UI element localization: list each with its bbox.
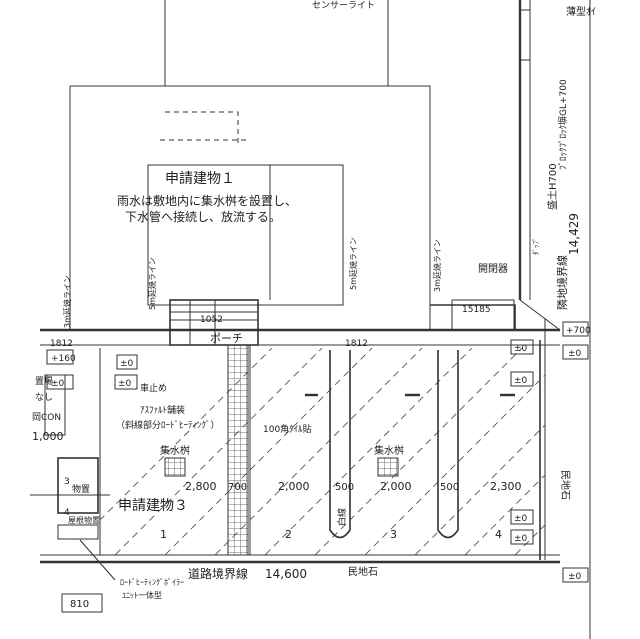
private-stone-right: 民地石 [559, 470, 572, 500]
parking-lines [305, 350, 515, 539]
extension-line-3m-right: 3m延焼ライン [432, 239, 442, 292]
left-none-label: なし [35, 392, 53, 403]
dim-700: 700 [228, 482, 247, 493]
building1-title: 申請建物１ [165, 171, 235, 187]
tap-label: ﾀﾞｯﾌﾟ [532, 238, 540, 256]
dim-2800: 2,800 [185, 480, 217, 493]
white-line-label: 白線 [336, 508, 348, 526]
porch [169, 299, 259, 346]
level-zero-g: ±0 [514, 534, 528, 544]
catch-basin-marks [164, 457, 399, 477]
dim-1812-left: 1812 [50, 339, 73, 349]
level-p700: +700 [566, 326, 591, 336]
level-zero-a: ±0 [120, 359, 134, 369]
dim-1812-right: 1812 [345, 339, 368, 349]
opener-label: 開閉器 [478, 263, 508, 275]
level-zero-c: ±0 [118, 379, 132, 389]
extension-line-5m-left: 5m延焼ライン [147, 257, 157, 310]
dim-810: 810 [70, 599, 89, 610]
dim-500-a: 500 [335, 482, 354, 493]
extension-line-3m-left: 3m延焼ライン [62, 275, 72, 328]
level-zero-d: ±0 [514, 344, 528, 354]
distance-label: 14,429 [567, 213, 581, 255]
sensor-light-label: センサーライト [312, 0, 375, 11]
catch-basin-label-2: 集水桝 [374, 444, 404, 457]
dim-2000-a: 2,000 [278, 480, 310, 493]
parking-slot-4: 4 [495, 528, 502, 541]
road-length-label: 14,600 [265, 567, 307, 581]
site-lines [30, 328, 560, 564]
dim-2300: 2,300 [490, 480, 522, 493]
storage-number-3: 3 [64, 477, 70, 487]
boiler-unit-label: ﾕﾆｯﾄ一体型 [122, 590, 162, 600]
asphalt-label: ｱｽﾌｧﾙﾄ舗装 [140, 404, 185, 416]
storage-label: 物置 [72, 483, 90, 495]
wheel-stop-label: 車止め [140, 382, 167, 394]
extension-line-5m-right: 5m延焼ライン [348, 237, 358, 290]
dim-15185: 15185 [462, 305, 491, 315]
road-heating-hatch [100, 348, 545, 556]
tile-path [227, 344, 249, 556]
level-zero-b: ±0 [51, 379, 65, 389]
roof-storage-label: 屋根物置 [68, 515, 100, 525]
parking-slot-1: 1 [160, 528, 167, 541]
boiler-label: ﾛｰﾄﾞﾋｰﾃｨﾝｸﾞﾎﾞｲﾗｰ [120, 578, 184, 587]
left-structures [44, 374, 116, 613]
building-outlines [69, 0, 516, 331]
left-placement-label: 置場 [35, 375, 53, 387]
dim-500-b: 500 [440, 482, 459, 493]
neighbor-boundary [518, 0, 591, 639]
parking-slot-3: 3 [390, 528, 397, 541]
left-1000-label: 1,000 [32, 430, 64, 443]
road-heating-note: （斜線部分ﾛｰﾄﾞﾋｰﾃｨﾝｸﾞ） [116, 419, 220, 431]
level-zero-e: ±0 [514, 376, 528, 386]
road-boundary-label: 道路境界線 [188, 566, 248, 581]
level-zero-f: ±0 [514, 514, 528, 524]
parking-slot-2: 2 [285, 528, 292, 541]
thin-type-label: 薄型ｵｲ [566, 5, 596, 18]
catch-basin-label-1: 集水桝 [160, 444, 190, 457]
dim-2000-b: 2,000 [380, 480, 412, 493]
level-zero-h: ±0 [568, 349, 582, 359]
tile-label: 100角ﾀｲﾙ貼 [263, 423, 312, 435]
left-con-label: 岡CON [32, 412, 61, 423]
porch-label: ポーチ [210, 332, 243, 345]
dim-1052: 1052 [200, 315, 223, 325]
building1-note-line1: 雨水は敷地内に集水桝を設置し、 [117, 193, 297, 208]
neighbor-boundary-label: 隣地境界線 [555, 255, 569, 310]
storage-number-4: 4 [64, 508, 70, 518]
level-zero-i: ±0 [568, 572, 582, 582]
building3-title: 申請建物３ [118, 498, 188, 514]
building1-note-line2: 下水管へ接続し、放流する。 [125, 209, 281, 224]
block-fence-label: ﾌﾞﾛｯｸﾌﾟﾛｯｸ塀GL+700 [558, 79, 569, 170]
level-markers [46, 321, 589, 583]
embankment-label: 盛土H700 [546, 163, 559, 210]
private-stone-bottom: 民地石 [348, 565, 378, 578]
level-p160: +160 [51, 354, 76, 364]
